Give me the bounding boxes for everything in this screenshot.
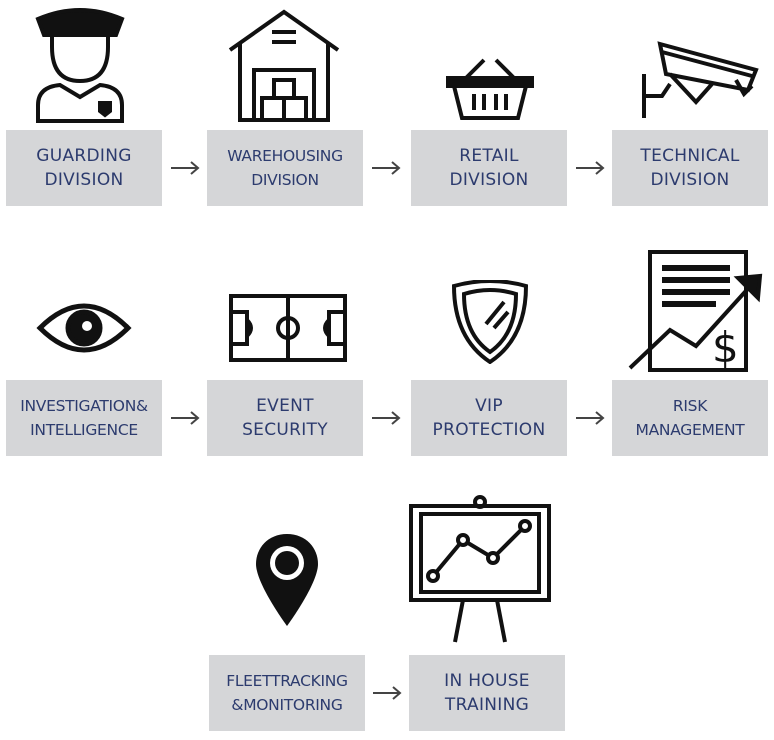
arrow-right-icon <box>372 411 401 425</box>
retail-division-box: RETAIL DIVISION <box>411 130 567 206</box>
in-house-training-box: IN HOUSE TRAINING <box>409 655 565 731</box>
arrow-right-icon <box>576 161 605 175</box>
stadium-field-icon <box>229 294 347 362</box>
shopping-basket-icon <box>446 58 534 120</box>
box-label-line2: DIVISION <box>449 170 529 190</box>
box-label-line1: GUARDING <box>36 146 132 166</box>
box-label-line2: &MONITORING <box>231 696 343 714</box>
box-label-line2: DIVISION <box>44 170 124 190</box>
box-label-line1: RISK <box>672 397 708 415</box>
box-label-line1: INVESTIGATION& <box>20 397 148 415</box>
risk-management-box: RISK MANAGEMENT <box>612 380 768 456</box>
box-label-line2: DIVISION <box>251 171 319 189</box>
box-label-line2: MANAGEMENT <box>635 421 745 439</box>
box-label-line1: VIP <box>475 396 503 416</box>
box-label-line1: EVENT <box>256 396 314 416</box>
box-label-line1: RETAIL <box>459 146 519 166</box>
shield-icon <box>451 280 529 364</box>
box-label-line2: DIVISION <box>650 170 730 190</box>
box-label-line2: INTELLIGENCE <box>30 421 138 439</box>
box-label-line2: TRAINING <box>444 695 530 715</box>
warehousing-division-box: WAREHOUSING DIVISION <box>207 130 363 206</box>
arrow-right-icon <box>171 161 200 175</box>
security-camera-icon <box>642 41 759 118</box>
report-chart-icon: $ <box>628 250 763 372</box>
guard-icon <box>35 8 125 123</box>
box-label-line2: SECURITY <box>242 420 328 440</box>
box-label-line1: TECHNICAL <box>640 146 740 166</box>
svg-text:$: $ <box>712 323 739 372</box>
guarding-division-box: GUARDING DIVISION <box>6 130 162 206</box>
map-pin-icon <box>256 534 318 626</box>
warehouse-icon <box>228 9 340 122</box>
box-label-line2: PROTECTION <box>432 420 546 440</box>
technical-division-box: TECHNICAL DIVISION <box>612 130 768 206</box>
arrow-right-icon <box>576 411 605 425</box>
box-label-line1: IN HOUSE <box>444 671 530 691</box>
arrow-right-icon <box>372 161 401 175</box>
box-label-line1: FLEETTRACKING <box>226 672 348 690</box>
arrow-right-icon <box>373 686 402 700</box>
investigation-intelligence-box: INVESTIGATION&INTELLIGENCE <box>6 380 162 456</box>
vip-protection-box: VIP PROTECTION <box>411 380 567 456</box>
fleet-tracking-box: FLEETTRACKING&MONITORING <box>209 655 365 731</box>
box-label-line1: WAREHOUSING <box>227 147 343 165</box>
arrow-right-icon <box>171 411 200 425</box>
eye-icon <box>36 303 132 353</box>
presentation-board-icon <box>409 495 551 643</box>
event-security-box: EVENT SECURITY <box>207 380 363 456</box>
